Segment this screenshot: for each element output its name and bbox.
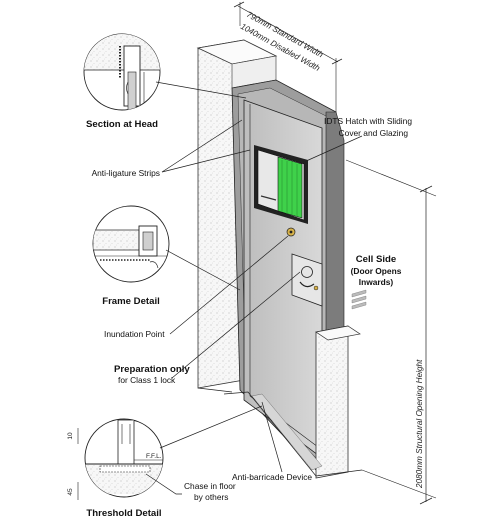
anti-barricade-callout: Anti-barricade Device [232,401,312,482]
section-at-head-title: Section at Head [86,119,158,130]
anti-ligature-callout: Anti-ligature Strips [92,119,251,178]
cell-side-title: Cell Side [356,254,397,265]
anti-barricade-label: Anti-barricade Device [232,472,312,482]
threshold-detail: F.F.L. 10 45 Threshold Detail [67,405,263,519]
height-dimension: 2080mm Structural Opening Height [345,159,437,505]
idts-hatch [254,145,308,224]
idts-label-2: Cover and Glazing [339,128,409,138]
dim-45-label: 45 [67,488,74,496]
inundation-label: Inundation Point [104,329,165,339]
anti-ligature-label: Anti-ligature Strips [92,168,160,178]
threshold-detail-title: Threshold Detail [86,508,161,519]
preparation-label-bold: Preparation only [114,364,190,375]
idts-callout: IDTS Hatch with Sliding Cover and Glazin… [303,116,412,163]
chase-callout: Chase in floor by others [145,473,236,502]
preparation-label: for Class 1 lock [118,375,176,385]
cell-side-line-2: (Door Opens [351,266,402,276]
chase-label-2: by others [194,492,228,502]
lock-plate [291,253,323,307]
inundation-callout: Inundation Point [104,235,289,339]
opening-height-label: 2080mm Structural Opening Height [415,359,424,489]
frame-detail: Frame Detail [92,205,241,307]
glazing-panel [277,156,303,219]
section-at-head-detail: Section at Head [83,33,247,130]
right-wall [315,325,361,479]
preparation-callout: Preparation only for Class 1 lock [114,271,301,385]
idts-label-1: IDTS Hatch with Sliding [324,116,412,126]
ffl-label: F.F.L. [146,453,162,460]
cell-side-line-3: Inwards) [359,277,394,287]
cell-side-callout: Cell Side (Door Opens Inwards) [351,254,402,287]
chase-label-1: Chase in floor [184,481,236,491]
door-leaf [243,99,323,459]
dim-10-label: 10 [67,432,74,440]
floor-line [223,391,363,477]
frame-detail-title: Frame Detail [102,296,160,307]
cell-side-arrows [351,289,367,310]
